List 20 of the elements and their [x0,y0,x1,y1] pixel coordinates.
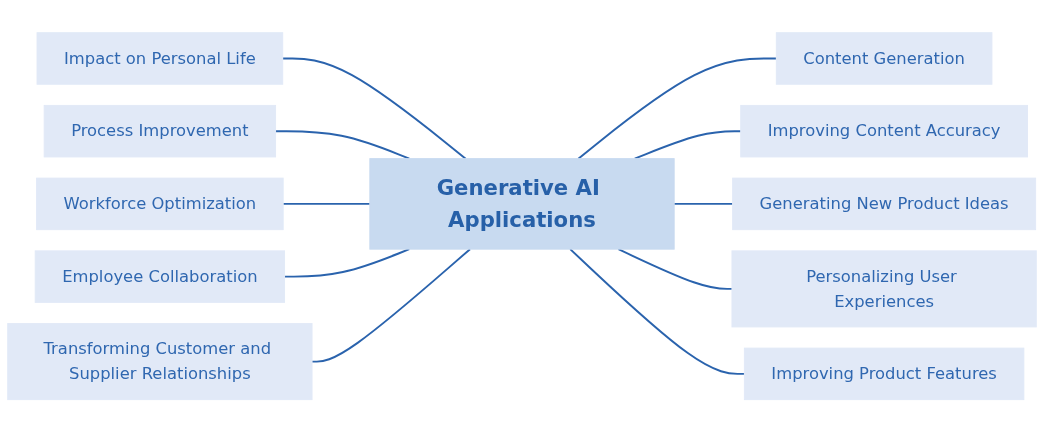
connector [617,248,733,291]
node-box: Generative AI Applications [369,158,675,250]
connector [281,57,467,160]
node-box: Content Generation [775,32,993,86]
connector [311,248,471,363]
connector [282,203,371,206]
connector [673,203,734,206]
connector [633,130,742,160]
node-box: Personalizing User Experiences [731,250,1037,328]
node-box: Transforming Customer and Supplier Relationships [7,323,313,401]
node-box: Improving Content Accuracy [740,105,1028,158]
connector [577,57,778,160]
node-box: Process Improvement [43,105,277,158]
connector [569,248,746,376]
node-box: Improving Product Features [743,347,1025,401]
node-box: Impact on Personal Life [36,32,284,86]
node-box: Employee Collaboration [34,250,286,304]
node-box: Generating New Product Ideas [732,178,1037,231]
node-box: Workforce Optimization [36,178,284,231]
connector [274,130,411,160]
